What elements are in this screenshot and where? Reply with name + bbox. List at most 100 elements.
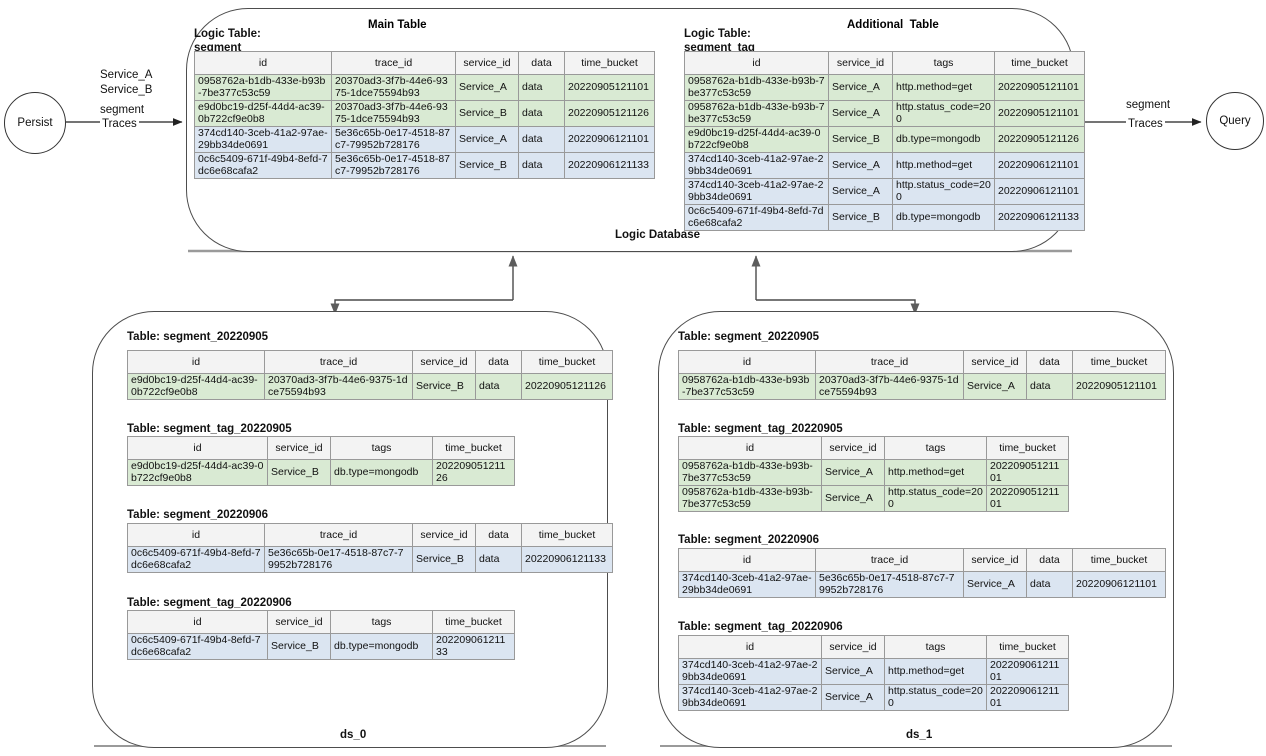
ds0-t2-caption: Table: segment_tag_20220905	[127, 423, 292, 435]
cell-service_id: Service_A	[828, 152, 893, 179]
cell-data: data	[518, 152, 565, 179]
column-header-id: id	[127, 436, 268, 460]
cell-service_id: Service_A	[821, 658, 885, 685]
column-header-data: data	[518, 51, 565, 75]
ds1-t4-caption: Table: segment_tag_20220906	[678, 621, 843, 633]
cell-tags: db.type=mongodb	[330, 459, 433, 486]
column-header-id: id	[678, 635, 822, 659]
cell-id: 0958762a-b1db-433e-b93b-7be377c53c59	[684, 74, 829, 101]
edge-right-label: Traces	[1126, 117, 1165, 132]
column-header-time_bucket: time_bucket	[994, 51, 1085, 75]
cell-id: 0c6c5409-671f-49b4-8efd-7dc6e68cafa2	[127, 633, 268, 660]
column-header-tags: tags	[892, 51, 995, 75]
ds1-t3-caption: Table: segment_20220906	[678, 534, 820, 546]
ds0-t3-caption: Table: segment_20220906	[127, 509, 269, 521]
cell-time_bucket: 20220906121133	[994, 204, 1085, 231]
cell-id: 374cd140-3ceb-41a2-97ae-29bb34de0691	[678, 571, 816, 598]
cell-service_id: Service_A	[455, 74, 519, 101]
cell-service_id: Service_A	[963, 571, 1027, 598]
cell-trace_id: 5e36c65b-0e17-4518-87c7-79952b728176	[331, 126, 456, 153]
cell-tags: http.status_code=200	[892, 178, 995, 205]
column-header-id: id	[678, 350, 816, 374]
cell-id: 0c6c5409-671f-49b4-8efd-7dc6e68cafa2	[194, 152, 332, 179]
cell-time_bucket: 20220905121101	[994, 74, 1085, 101]
query-node[interactable]: Query	[1206, 92, 1264, 150]
cell-time_bucket: 20220905121126	[994, 126, 1085, 153]
ds1-footer: ds_1	[906, 729, 933, 741]
cell-id: e9d0bc19-d25f-44d4-ac39-0b722cf9e0b8	[194, 100, 332, 127]
cell-id: 0c6c5409-671f-49b4-8efd-7dc6e68cafa2	[127, 546, 265, 573]
cell-service_id: Service_B	[412, 373, 476, 400]
column-header-time_bucket: time_bucket	[986, 635, 1069, 659]
cell-service_id: Service_B	[455, 152, 519, 179]
column-header-service_id: service_id	[455, 51, 519, 75]
cell-service_id: Service_A	[963, 373, 1027, 400]
cell-service_id: Service_A	[821, 485, 885, 512]
column-header-service_id: service_id	[412, 350, 476, 374]
column-header-data: data	[475, 350, 522, 374]
column-header-trace_id: trace_id	[264, 350, 413, 374]
column-header-service_id: service_id	[412, 523, 476, 547]
cell-service_id: Service_B	[267, 459, 331, 486]
cell-trace_id: 20370ad3-3f7b-44e6-9375-1dce75594b93	[264, 373, 413, 400]
cell-service_id: Service_A	[828, 178, 893, 205]
cell-tags: db.type=mongodb	[892, 204, 995, 231]
column-header-data: data	[1026, 350, 1073, 374]
query-node-label: Query	[1219, 115, 1251, 127]
cell-service_id: Service_B	[828, 204, 893, 231]
column-header-id: id	[127, 350, 265, 374]
persist-node[interactable]: Persist	[4, 92, 66, 154]
cell-id: 374cd140-3ceb-41a2-97ae-29bb34de0691	[684, 178, 829, 205]
cell-trace_id: 20370ad3-3f7b-44e6-9375-1dce75594b93	[331, 74, 456, 101]
cell-id: 0c6c5409-671f-49b4-8efd-7dc6e68cafa2	[684, 204, 829, 231]
column-header-service_id: service_id	[963, 350, 1027, 374]
column-header-time_bucket: time_bucket	[986, 436, 1069, 460]
cell-time_bucket: 20220906121101	[564, 126, 655, 153]
column-header-service_id: service_id	[267, 610, 331, 634]
column-header-service_id: service_id	[267, 436, 331, 460]
cell-data: data	[475, 546, 522, 573]
cell-tags: http.status_code=200	[884, 485, 987, 512]
cell-service_id: Service_B	[828, 126, 893, 153]
cell-trace_id: 5e36c65b-0e17-4518-87c7-79952b728176	[815, 571, 964, 598]
column-header-tags: tags	[330, 610, 433, 634]
cell-time_bucket: 20220906121101	[986, 658, 1069, 685]
cell-data: data	[475, 373, 522, 400]
column-header-time_bucket: time_bucket	[564, 51, 655, 75]
column-header-time_bucket: time_bucket	[521, 350, 613, 374]
cell-tags: http.method=get	[884, 459, 987, 486]
cell-tags: http.method=get	[892, 152, 995, 179]
cell-time_bucket: 20220905121101	[994, 100, 1085, 127]
column-header-data: data	[1026, 548, 1073, 572]
cell-service_id: Service_B	[455, 100, 519, 127]
column-header-time_bucket: time_bucket	[521, 523, 613, 547]
cell-id: 374cd140-3ceb-41a2-97ae-29bb34de0691	[194, 126, 332, 153]
cell-data: data	[518, 100, 565, 127]
column-header-id: id	[194, 51, 332, 75]
cell-time_bucket: 20220905121126	[564, 100, 655, 127]
cell-data: data	[518, 126, 565, 153]
cell-service_id: Service_B	[412, 546, 476, 573]
ds1-t2-caption: Table: segment_tag_20220905	[678, 423, 843, 435]
